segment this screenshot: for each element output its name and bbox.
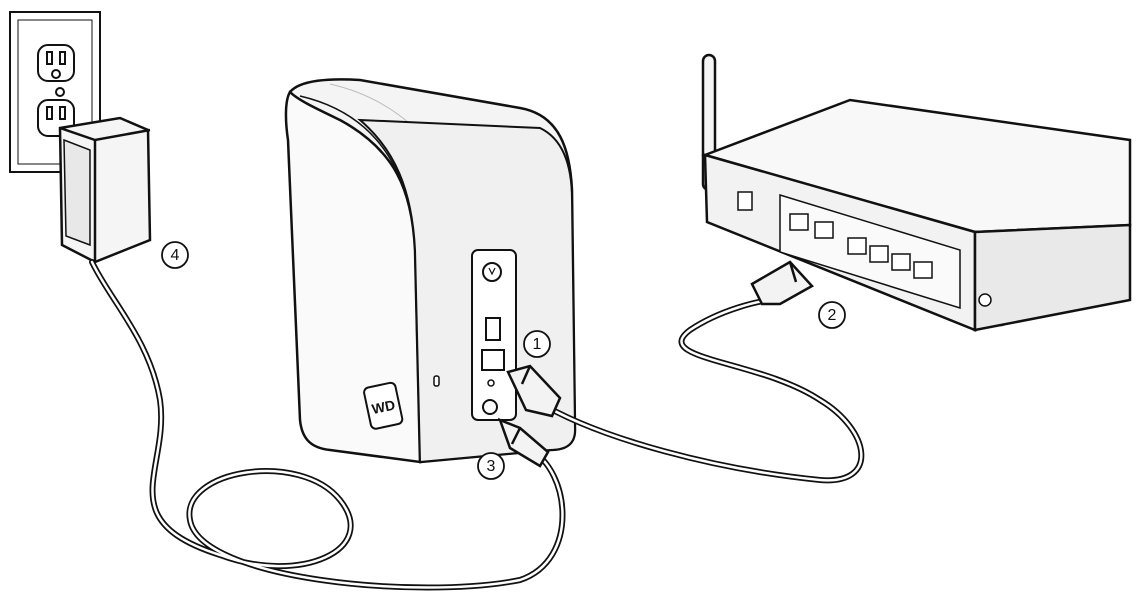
ethernet-cable bbox=[532, 297, 865, 484]
security-slot bbox=[433, 375, 440, 387]
callout-3-label: 3 bbox=[487, 458, 496, 475]
callout-2-label: 2 bbox=[828, 307, 837, 324]
ethernet-plug-router bbox=[750, 260, 814, 306]
reset-button bbox=[487, 379, 495, 387]
router bbox=[701, 53, 1132, 332]
ethernet-port bbox=[481, 349, 505, 371]
wd-logo-text: WD bbox=[370, 396, 396, 417]
power-adapter bbox=[58, 116, 152, 264]
callout-2: 2 bbox=[818, 301, 846, 329]
callout-3: 3 bbox=[477, 452, 505, 480]
usb-port bbox=[485, 317, 501, 341]
power-jack bbox=[482, 399, 498, 415]
outlet-screw bbox=[55, 87, 65, 97]
callout-4-label: 4 bbox=[171, 247, 180, 264]
wall-outlet bbox=[9, 11, 101, 173]
power-button bbox=[482, 262, 502, 282]
ethernet-plug-drive bbox=[506, 364, 562, 418]
callout-1: 1 bbox=[523, 330, 551, 358]
callout-1-label: 1 bbox=[533, 336, 542, 353]
callout-4: 4 bbox=[161, 241, 189, 269]
power-plug bbox=[497, 417, 550, 468]
wd-logo: WD bbox=[363, 381, 404, 430]
